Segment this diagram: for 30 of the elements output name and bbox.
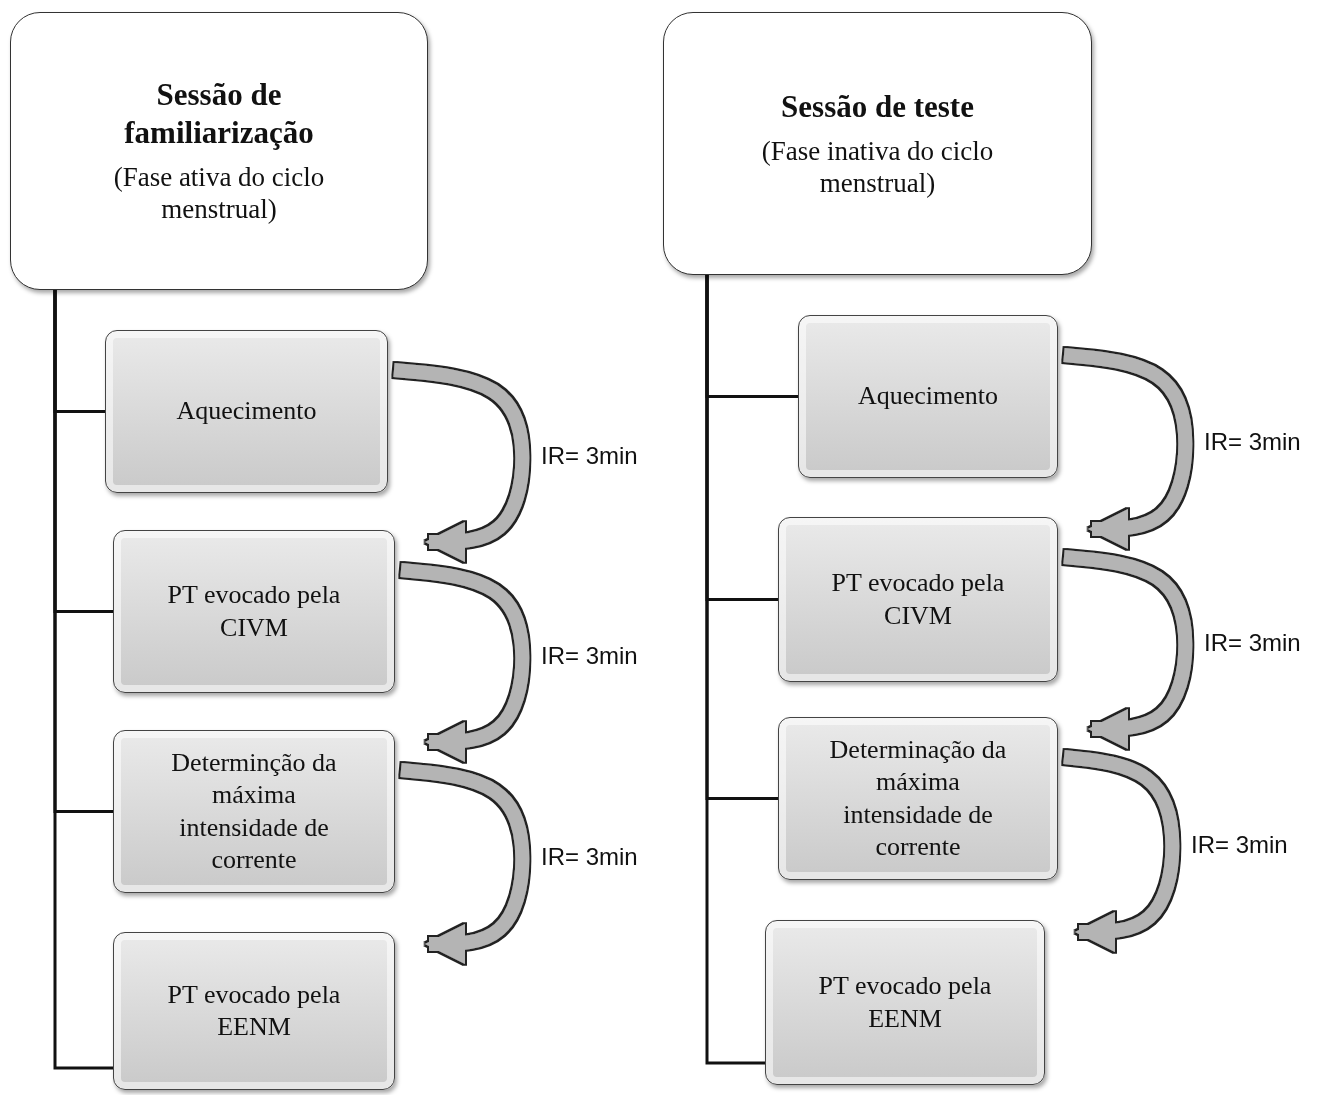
process-box bbox=[105, 330, 388, 493]
process-box bbox=[778, 517, 1058, 682]
edge-label: IR= 3min bbox=[1191, 830, 1288, 859]
session-title: Sessão de familiarização bbox=[123, 76, 315, 151]
session-note: (Fase ativa do ciclo menstrual) bbox=[112, 160, 326, 226]
edge-label: IR= 3min bbox=[541, 843, 638, 871]
connector-line bbox=[705, 275, 765, 1065]
session-title: Sessão de teste bbox=[780, 87, 975, 125]
process-box bbox=[778, 717, 1058, 880]
process-box bbox=[765, 920, 1045, 1085]
process-box bbox=[113, 932, 395, 1090]
edge-label: IR= 3min bbox=[541, 442, 638, 470]
edge-label: IR= 3min bbox=[1204, 629, 1301, 657]
step-label: PT evocado pela EENM bbox=[817, 970, 993, 1035]
step-label: Aquecimento bbox=[175, 395, 318, 428]
step-label: PT evocado pela CIVM bbox=[166, 579, 342, 644]
session-box bbox=[663, 12, 1092, 275]
session-box bbox=[10, 12, 428, 290]
step-label: Determinação da máxima intensidade de corrente bbox=[828, 733, 1008, 863]
process-box bbox=[113, 530, 395, 693]
step-label: Aquecimento bbox=[856, 380, 1000, 413]
process-box bbox=[113, 730, 395, 893]
session-note: (Fase inativa do ciclo menstrual) bbox=[760, 134, 995, 200]
process-box bbox=[798, 315, 1058, 478]
step-label: PT evocado pela EENM bbox=[166, 978, 342, 1043]
edge-label: IR= 3min bbox=[541, 642, 638, 670]
step-label: Determinção da máxima intensidade de corrente bbox=[170, 746, 338, 876]
edge-label: IR= 3min bbox=[1204, 428, 1301, 456]
step-label: PT evocado pela CIVM bbox=[830, 567, 1006, 632]
connector-line bbox=[53, 290, 113, 1070]
